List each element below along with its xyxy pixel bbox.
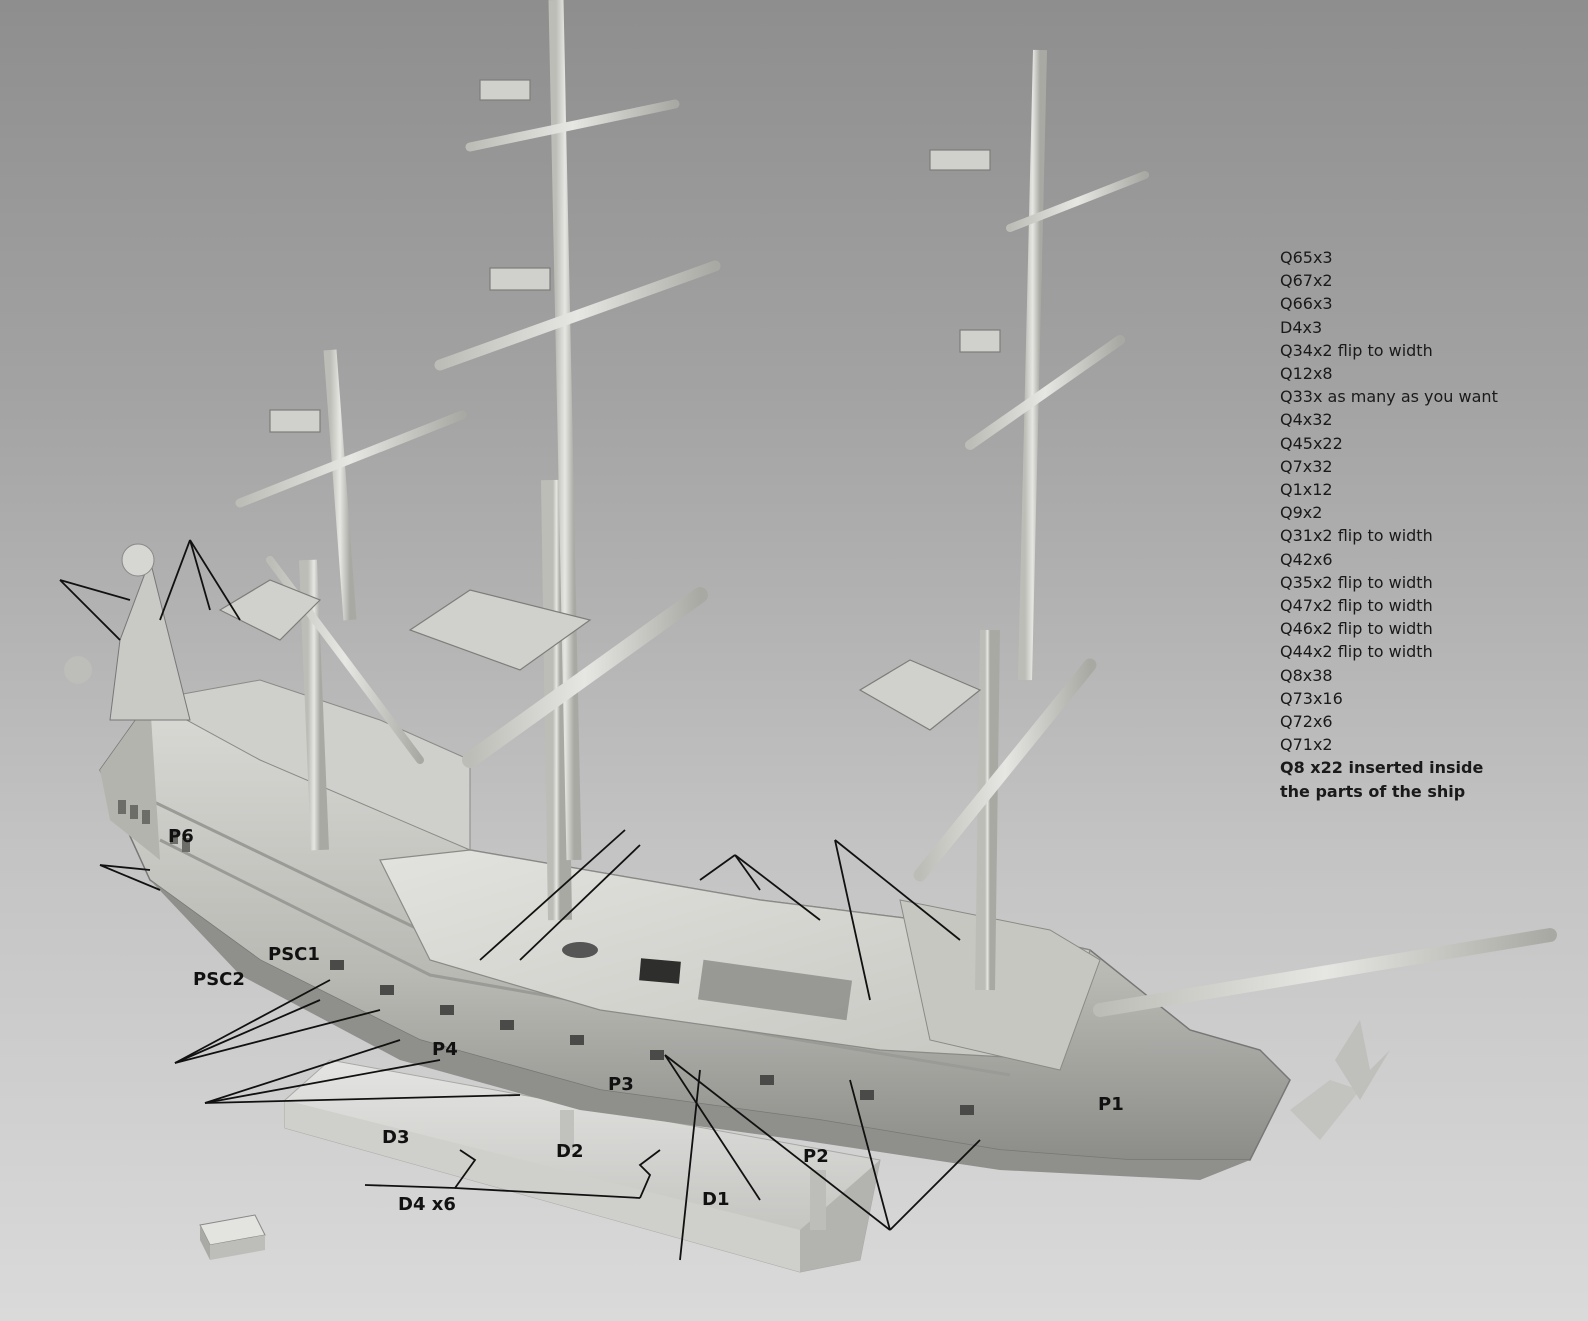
label-psc2: PSC2 xyxy=(193,969,245,990)
parts-list-item: Q7x32 xyxy=(1280,456,1333,476)
label-d1: D1 xyxy=(702,1189,729,1210)
mast-tops xyxy=(218,79,1001,731)
label-p2: P2 xyxy=(803,1146,829,1167)
parts-list-item: D4x3 xyxy=(1280,317,1323,337)
parts-list-item: Q9x2 xyxy=(1280,503,1323,523)
parts-list-item: Q71x2 xyxy=(1280,735,1333,755)
parts-list-item: Q34x2 flip to width xyxy=(1280,340,1433,360)
bowsprit xyxy=(1093,928,1557,1140)
parts-list-item: Q8 x22 inserted inside xyxy=(1280,758,1484,778)
parts-list-item: Q8x38 xyxy=(1280,665,1333,685)
label-p3: P3 xyxy=(608,1074,634,1095)
callout-leaders xyxy=(59,539,981,1261)
label-p1: P1 xyxy=(1098,1094,1124,1115)
parts-list-item: Q12x8 xyxy=(1280,364,1333,384)
parts-list-item: Q42x6 xyxy=(1280,549,1333,569)
parts-list-item: the parts of the ship xyxy=(1280,781,1466,801)
parts-list-item: Q46x2 flip to width xyxy=(1280,619,1433,639)
parts-list-item: Q45x22 xyxy=(1280,433,1343,453)
parts-list-item: Q1x12 xyxy=(1280,480,1333,500)
parts-list-item: Q33x as many as you want xyxy=(1280,387,1498,407)
parts-list-item: Q67x2 xyxy=(1280,271,1333,291)
parts-list-item: Q4x32 xyxy=(1280,410,1333,430)
parts-list-item: Q35x2 flip to width xyxy=(1280,572,1433,592)
parts-list-item: Q65x3 xyxy=(1280,248,1333,267)
label-p6: P6 xyxy=(168,826,194,847)
label-psc1: PSC1 xyxy=(268,944,320,965)
part-labels: P1 P2 P3 P4 P6 PSC1 PSC2 D1 D2 D3 D4 x6 xyxy=(168,826,1124,1215)
label-p4: P4 xyxy=(432,1039,458,1060)
label-d2: D2 xyxy=(556,1141,583,1162)
parts-list-item: Q47x2 flip to width xyxy=(1280,596,1433,616)
deck-grating xyxy=(697,959,853,1021)
parts-list-item: Q72x6 xyxy=(1280,712,1333,732)
label-d4: D4 x6 xyxy=(398,1194,456,1215)
parts-list-item: Q44x2 flip to width xyxy=(1280,642,1433,662)
display-stand xyxy=(284,1059,881,1273)
label-d3: D3 xyxy=(382,1127,409,1148)
parts-list-item: Q66x3 xyxy=(1280,294,1333,314)
parts-list-item: Q31x2 flip to width xyxy=(1280,526,1433,546)
insert-block xyxy=(199,1214,266,1260)
parts-list-item: Q73x16 xyxy=(1280,688,1343,708)
